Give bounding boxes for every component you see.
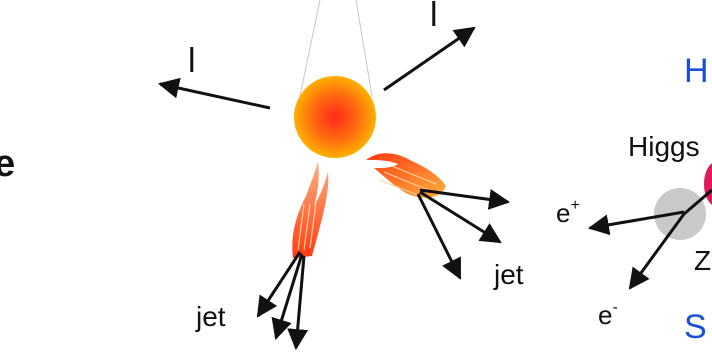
flame-jet-icon: [292, 162, 328, 258]
jet-label-right: jet: [493, 259, 524, 290]
electron-label: e-: [598, 299, 618, 330]
z-label-partial: Z: [694, 245, 711, 276]
beam-line-right: [356, 0, 372, 96]
lepton-arrow-right: [384, 28, 474, 90]
higgs-label: Higgs: [628, 131, 700, 162]
cut-letter-left: e: [0, 143, 15, 185]
heading-partial-bottom: S: [684, 308, 707, 346]
lepton-arrow-left: [160, 84, 270, 108]
lepton-label-right: l: [430, 0, 438, 34]
jet-right-arrow-3: [418, 194, 460, 278]
collision-vertex-icon: [294, 76, 376, 158]
lepton-label-left: l: [188, 42, 196, 80]
pink-particle-blob: [704, 162, 712, 206]
heading-partial-top: H: [684, 52, 709, 90]
positron-label: e+: [556, 197, 580, 228]
jet-label-left: jet: [195, 301, 226, 332]
